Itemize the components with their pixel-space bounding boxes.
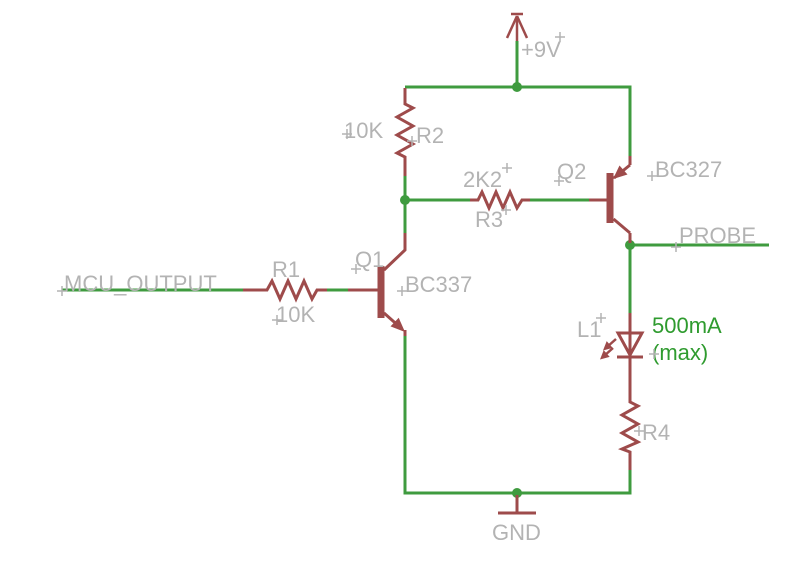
led-ref: L1 bbox=[577, 317, 601, 342]
vcc-arrow-icon bbox=[505, 12, 529, 41]
r1-ref: R1 bbox=[272, 257, 300, 282]
vcc-arrow-left-wing bbox=[505, 15, 519, 39]
transistor-q1-npn: Q1 BC337 bbox=[348, 233, 472, 336]
origin-cross bbox=[634, 426, 644, 436]
r1-zigzag bbox=[243, 277, 327, 303]
q1-base-bar bbox=[377, 266, 385, 318]
origin-cross bbox=[351, 264, 361, 274]
origin-cross bbox=[407, 136, 417, 146]
vcc-label: +9V bbox=[521, 37, 561, 62]
origin-cross bbox=[57, 286, 67, 296]
led-arrow-2-head bbox=[600, 350, 610, 360]
origin-cross bbox=[649, 349, 659, 359]
net-label-mcu-output: MCU_OUTPUT bbox=[57, 271, 217, 296]
junction-dot-probe bbox=[625, 240, 635, 250]
q1-ref: Q1 bbox=[355, 247, 384, 272]
q1-emitter-arrow-icon bbox=[390, 317, 405, 332]
transistor-q2-pnp: Q2 BC327 bbox=[554, 156, 722, 243]
q2-emitter-arrow-icon bbox=[613, 165, 628, 179]
q2-collector bbox=[612, 217, 631, 235]
vcc-arrow-right-wing bbox=[515, 15, 529, 39]
mcu-output-label: MCU_OUTPUT bbox=[64, 271, 217, 296]
r3-value: 2K2 bbox=[463, 167, 502, 192]
q2-ref: Q2 bbox=[557, 159, 586, 184]
wire-net bbox=[62, 41, 769, 498]
origin-cross bbox=[397, 286, 407, 296]
origin-cross bbox=[671, 242, 681, 252]
origin-cross bbox=[501, 205, 511, 215]
r4-ref: R4 bbox=[642, 420, 670, 445]
resistor-r3: 2K2 R3 bbox=[463, 163, 530, 232]
r2-zigzag bbox=[393, 88, 417, 176]
wire-ground-rail bbox=[403, 335, 632, 495]
origin-cross bbox=[647, 171, 657, 181]
r3-ref: R3 bbox=[475, 207, 503, 232]
led-light-arrows-icon bbox=[600, 338, 617, 360]
led-arrow-1-head bbox=[603, 341, 613, 351]
junction-dot-vcc bbox=[512, 82, 522, 92]
origin-cross bbox=[502, 163, 512, 173]
r4-zigzag bbox=[618, 357, 642, 470]
led-l1: L1 500mA (max) bbox=[577, 313, 722, 402]
origin-cross bbox=[554, 176, 564, 186]
ground-symbol: GND bbox=[492, 495, 541, 545]
q2-base-bar bbox=[606, 173, 614, 223]
origin-cross bbox=[596, 313, 606, 323]
q2-part: BC327 bbox=[655, 157, 722, 182]
resistor-r2: 10K R2 bbox=[342, 88, 444, 176]
wire-top-rail bbox=[405, 85, 632, 156]
resistor-r4: R4 bbox=[618, 357, 670, 470]
junction-dot-gnd bbox=[512, 488, 522, 498]
resistor-r1: R1 10K bbox=[243, 257, 327, 327]
led-rating: 500mA bbox=[652, 313, 722, 338]
q1-part: BC337 bbox=[405, 272, 472, 297]
supply-vcc: +9V bbox=[505, 12, 565, 62]
led-rating-note: (max) bbox=[652, 340, 708, 365]
r3-zigzag bbox=[470, 188, 530, 212]
r2-ref: R2 bbox=[416, 123, 444, 148]
r1-value: 10K bbox=[276, 302, 315, 327]
origin-cross bbox=[272, 315, 282, 325]
origin-cross bbox=[555, 32, 565, 42]
r2-value: 10K bbox=[344, 118, 383, 143]
probe-label: PROBE bbox=[679, 223, 756, 248]
net-label-probe: PROBE bbox=[671, 223, 756, 252]
led-triangle-icon bbox=[615, 331, 645, 359]
origin-cross bbox=[342, 129, 352, 139]
gnd-label: GND bbox=[492, 520, 541, 545]
junction-dot-node1 bbox=[400, 195, 410, 205]
q1-collector bbox=[382, 233, 407, 272]
